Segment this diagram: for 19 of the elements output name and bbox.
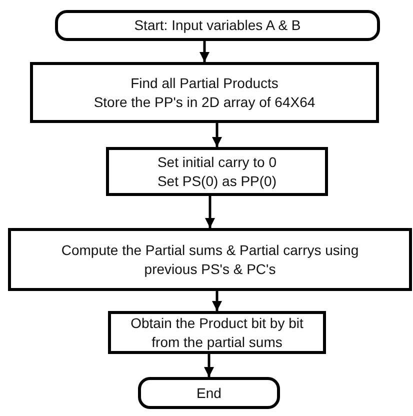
arrow <box>212 291 222 311</box>
step-text: Set PS(0) as PP(0) <box>157 172 277 190</box>
step-text: End <box>196 384 222 402</box>
arrow <box>212 123 222 147</box>
arrow <box>200 41 210 62</box>
step-text: Store the PP's in 2D array of 64X64 <box>94 92 316 111</box>
terminal-box <box>138 377 280 409</box>
process-box <box>108 311 326 354</box>
process-box <box>106 147 328 196</box>
process-box <box>30 62 379 123</box>
step-text: Obtain the Product bit by bit from the partial sums <box>130 314 304 351</box>
arrow <box>204 354 214 377</box>
step-text: Compute the Partial sums & Partial carrys using previous PS's & PC's <box>60 241 360 278</box>
step-text: Set initial carry to 0 <box>157 153 277 172</box>
process-box <box>8 228 412 291</box>
step-text: Start: Input variables A & B <box>134 16 301 35</box>
arrow <box>205 196 215 228</box>
terminal-box <box>55 10 380 41</box>
step-text: Find all Partial Products <box>130 74 278 92</box>
